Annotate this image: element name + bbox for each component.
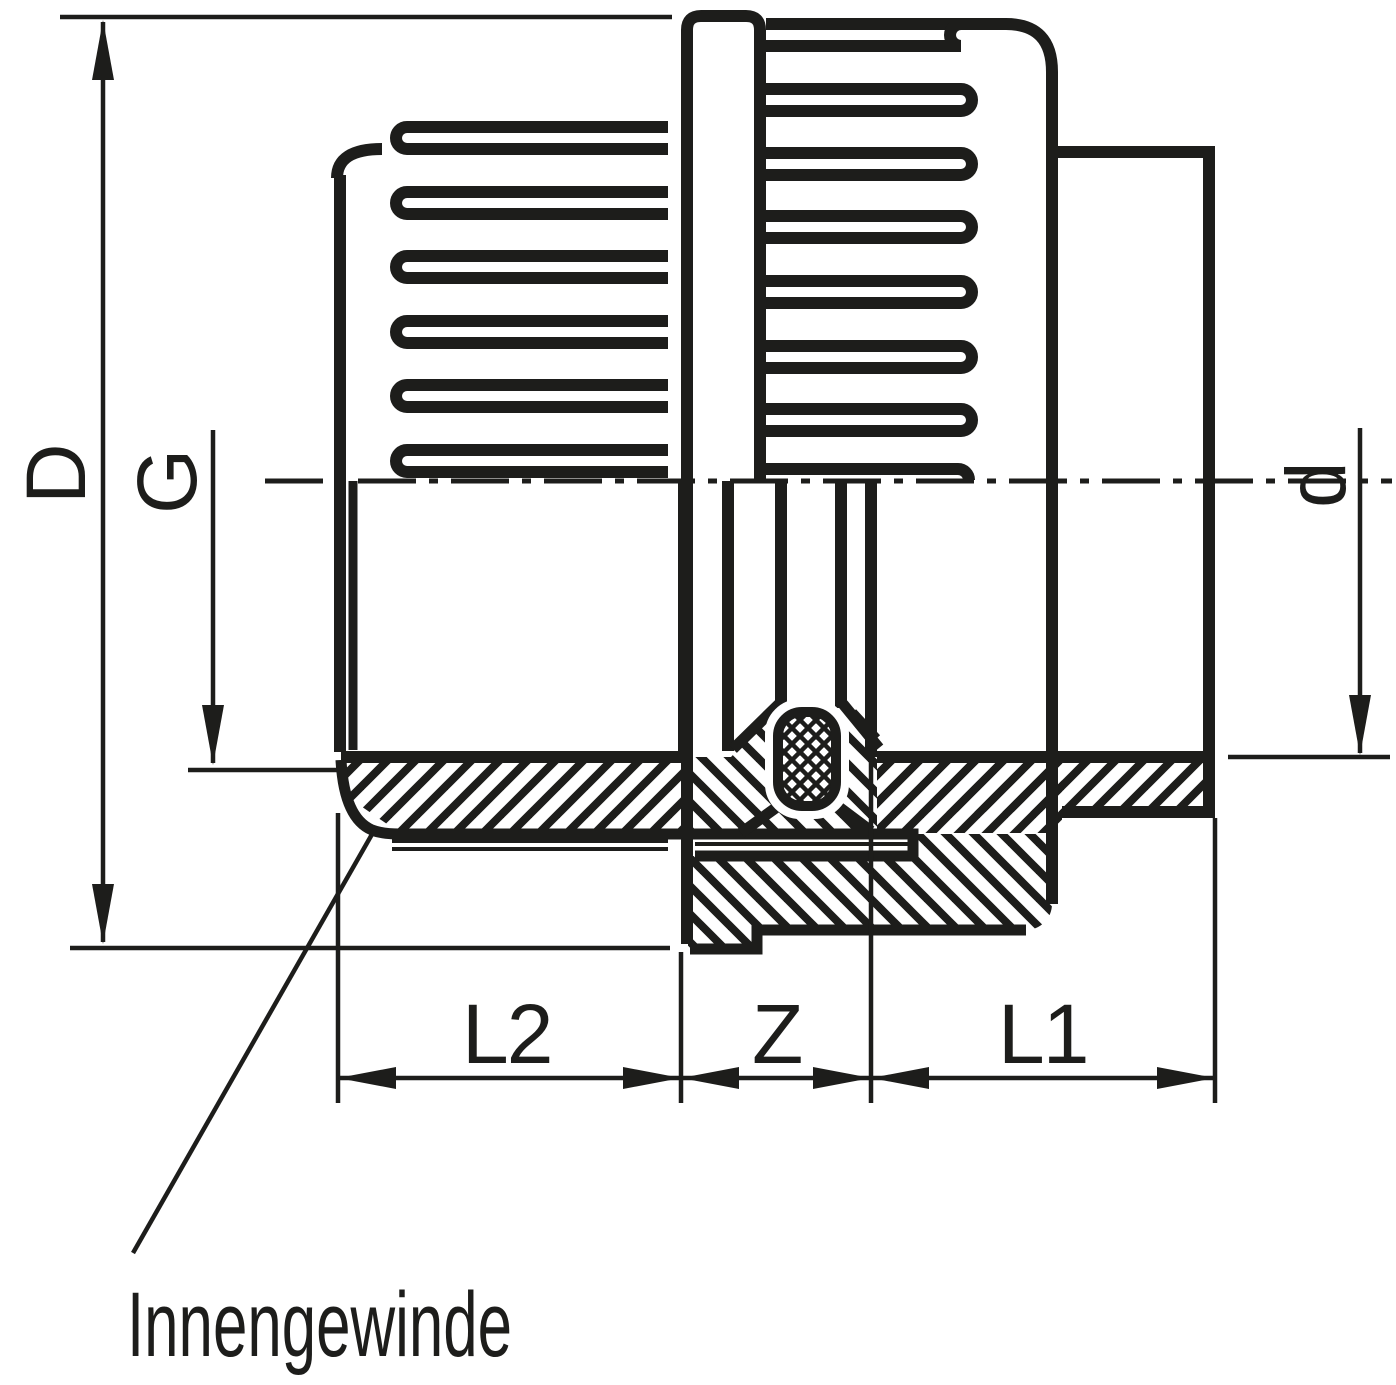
nut-top-corner <box>331 143 383 179</box>
dim-L1-label: L1 <box>998 987 1087 1081</box>
part-outlines <box>331 10 1215 955</box>
dimension-arrows <box>92 20 1371 1089</box>
body-ribs-right <box>766 18 1058 904</box>
arrow-D-up <box>92 20 114 80</box>
thin-lines <box>60 14 1392 1255</box>
body-wall-hatch-inner <box>877 757 1062 833</box>
internal-step-edges <box>678 481 877 757</box>
flange-bottom <box>690 924 1026 955</box>
dimension-labels: D G d L2 Z L1 Innengewinde <box>9 445 1363 1376</box>
arrow-G-down <box>202 705 224 765</box>
union-nut-ribs-left <box>390 121 668 478</box>
dim-Z-label: Z <box>752 987 801 1081</box>
dim-D-label: D <box>9 445 103 504</box>
oring-channel <box>788 481 834 709</box>
arrow-L1-right <box>1157 1067 1215 1089</box>
arrow-L2-right <box>623 1067 681 1089</box>
leader-line <box>131 827 377 1255</box>
dim-G-label: G <box>120 451 214 514</box>
socket-outline <box>1046 146 1215 818</box>
o-ring-seal <box>765 699 849 819</box>
nut-wall-hatch <box>342 757 690 833</box>
innengewinde-label: Innengewinde <box>127 1274 512 1376</box>
dim-L2-label: L2 <box>462 987 551 1081</box>
nut-collar <box>681 10 766 944</box>
arrow-Z-right <box>813 1067 871 1089</box>
arrow-L2-left <box>338 1067 396 1089</box>
arrow-Z-left <box>681 1067 739 1089</box>
arrow-d-down <box>1349 695 1371 755</box>
oring-seat <box>729 700 884 838</box>
dim-d-label: d <box>1269 463 1363 508</box>
arrow-L1-left <box>871 1067 929 1089</box>
arrow-D-down <box>92 884 114 944</box>
